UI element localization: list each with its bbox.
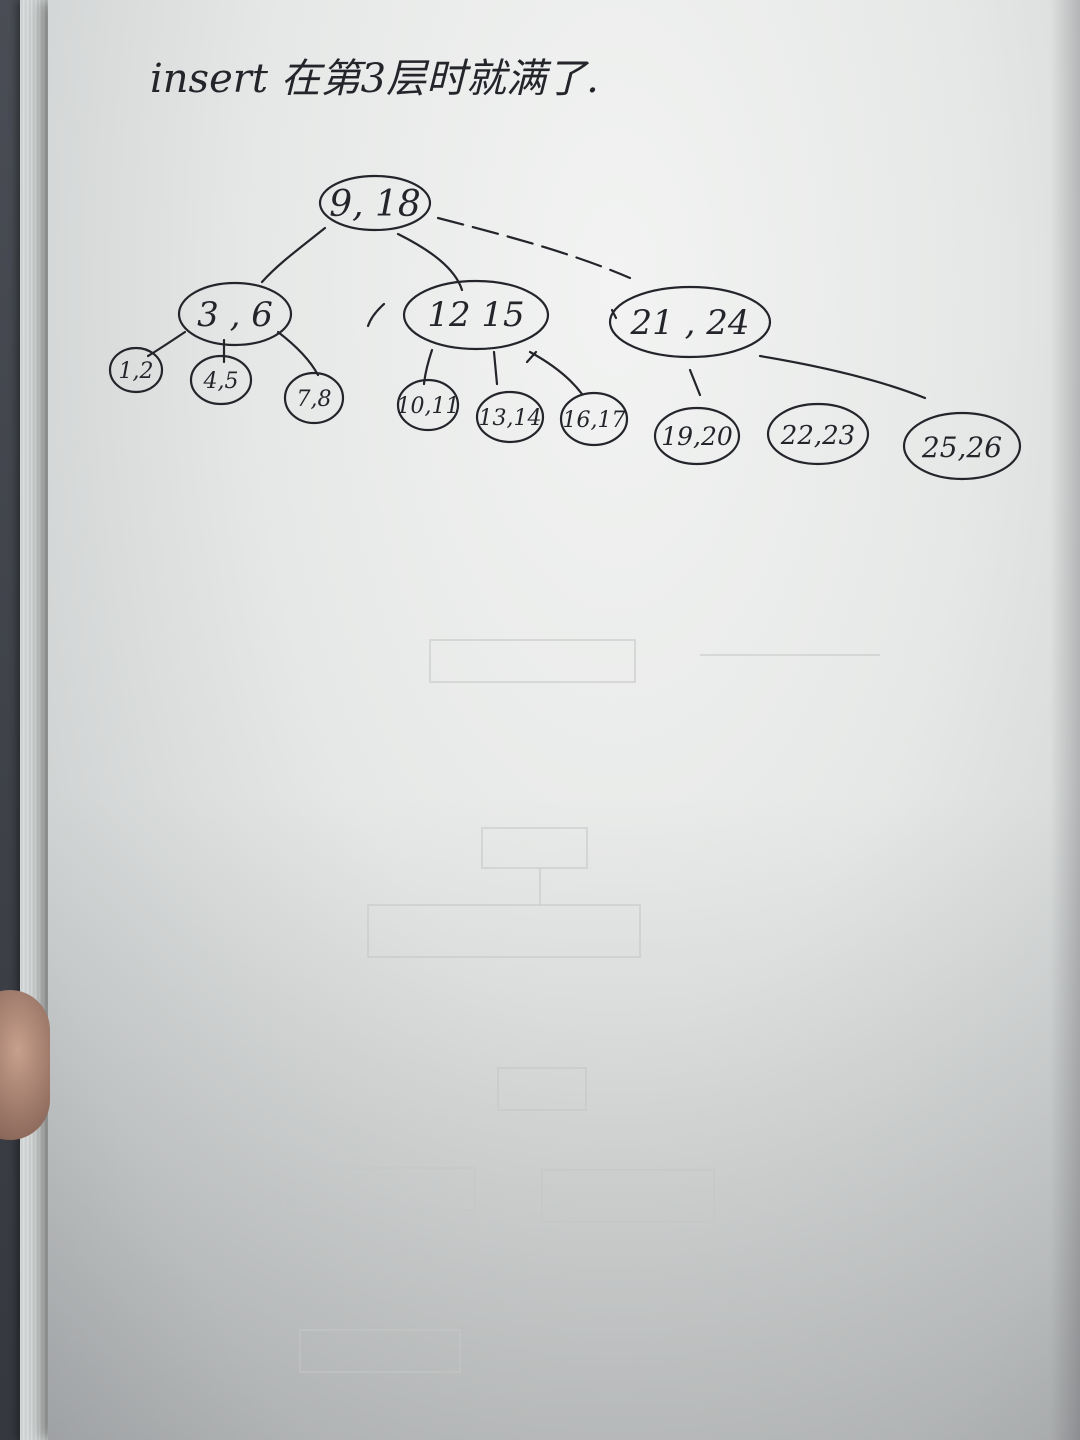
notebook-page <box>48 0 1080 1440</box>
leaf-19-20-label: 19,20 <box>661 422 733 451</box>
leaf-7-8-label: 7,8 <box>297 387 332 412</box>
edge-12-15-b <box>492 350 499 386</box>
edge-3-6-a <box>146 330 187 358</box>
leaf-22-23-label: 22,23 <box>780 421 855 451</box>
edge-3-6-c <box>276 330 320 377</box>
node-3-6-label: 3 , 6 <box>197 295 273 335</box>
edge-12-15-a <box>422 348 434 386</box>
leaf-1-2: 1,2 <box>108 346 164 394</box>
edge-left-stub <box>366 302 386 328</box>
node-root-label: 9, 18 <box>329 184 421 225</box>
leaf-25-26-label: 25,26 <box>921 431 1002 464</box>
node-root: 9, 18 <box>318 174 432 232</box>
leaf-13-14-label: 13,14 <box>479 406 542 431</box>
leaf-16-17: 16,17 <box>559 391 629 447</box>
page-curl <box>1050 0 1080 1440</box>
edge-12-15-d <box>525 350 538 364</box>
edge-root-right <box>436 216 632 280</box>
leaf-7-8: 7,8 <box>283 371 345 425</box>
leaf-16-17-label: 16,17 <box>563 408 626 433</box>
leaf-22-23: 22,23 <box>766 402 870 466</box>
leaf-13-14: 13,14 <box>475 390 545 444</box>
edge-root-left <box>260 226 327 284</box>
node-21-24-label: 21 , 24 <box>630 303 750 343</box>
leaf-19-20: 19,20 <box>653 406 741 466</box>
leaf-25-26: 25,26 <box>902 411 1022 481</box>
edge-21-24-b <box>758 354 927 400</box>
leaf-4-5-label: 4,5 <box>203 369 239 394</box>
node-21-24: 21 , 24 <box>608 285 772 359</box>
page-edge <box>20 0 50 1440</box>
node-12-15-label: 12 15 <box>427 295 524 335</box>
note-text: insert 在第3层时就满了. <box>150 56 599 102</box>
show-through <box>284 639 880 1373</box>
edge-12-15-c <box>528 350 584 396</box>
edge-root-mid <box>396 232 464 292</box>
leaf-10-11: 10,11 <box>397 378 460 432</box>
node-12-15: 12 15 <box>402 279 550 351</box>
finger <box>0 990 50 1140</box>
leaf-10-11-label: 10,11 <box>397 394 460 419</box>
edge-21-24-a <box>688 368 702 397</box>
leaf-1-2-label: 1,2 <box>119 359 154 384</box>
node-3-6: 3 , 6 <box>177 281 293 347</box>
leaf-4-5: 4,5 <box>189 354 253 406</box>
